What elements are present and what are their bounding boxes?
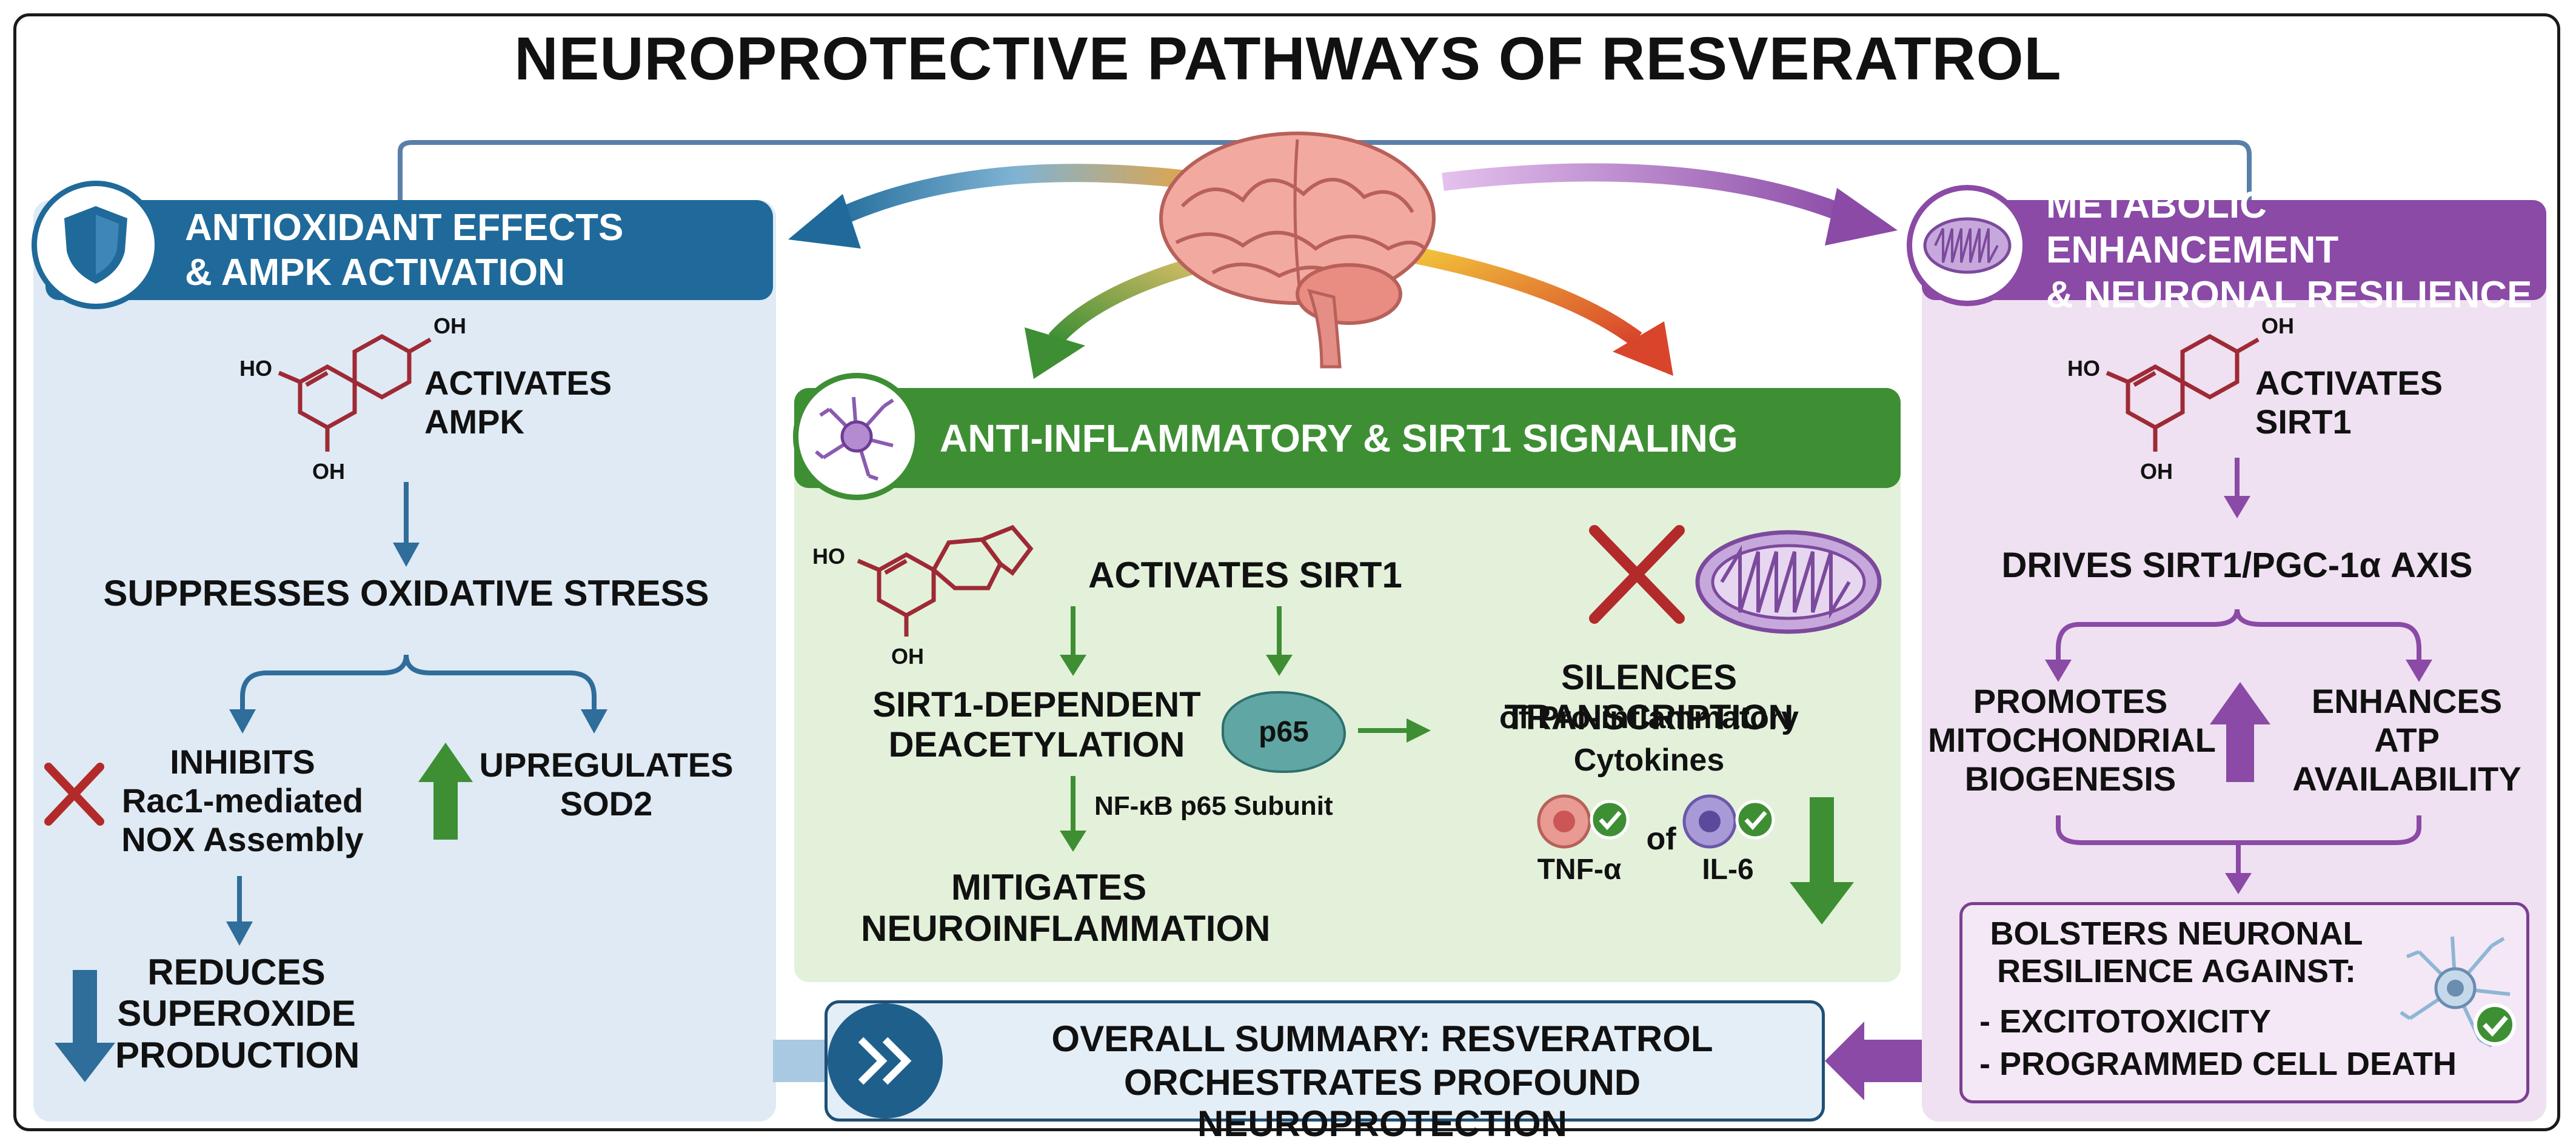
- nfkb-subunit-text: NF-κB p65 Subunit: [1094, 791, 1333, 821]
- activates-ampk-text: ACTIVATES AMPK: [424, 364, 612, 441]
- microglia-badge: [793, 373, 920, 500]
- cytokine-cells: [1537, 794, 1775, 849]
- resveratrol-molecule-middle: HO OH: [812, 524, 1034, 669]
- metabolic-header-line1: METABOLIC ENHANCEMENT: [2046, 184, 2339, 271]
- tnf-check-icon: [1590, 800, 1630, 840]
- mitochondrion-badge: [1907, 185, 2028, 306]
- bolsters-title: BOLSTERS NEURONAL RESILIENCE AGAINST:: [1990, 915, 2363, 989]
- molecule-ho: HO: [239, 356, 272, 381]
- silences-transcription-line3: Cytokines: [1573, 743, 1725, 778]
- molecule-ho: HO: [2067, 356, 2100, 381]
- metabolic-header-line2: & NEURONAL RESILIENCE: [2046, 273, 2532, 316]
- p65-protein: p65: [1222, 691, 1346, 773]
- double-chevron-right-icon: [858, 1037, 912, 1085]
- tnf-cell-icon: [1537, 794, 1591, 849]
- suppresses-oxidative-stress-text: SUPPRESSES OXIDATIVE STRESS: [103, 573, 709, 614]
- anti-inflammatory-header: ANTI-INFLAMMATORY & SIRT1 SIGNALING: [794, 388, 1901, 488]
- of-label: of: [1646, 821, 1676, 857]
- antioxidant-header-line1: ANTIOXIDANT EFFECTS: [185, 206, 624, 249]
- middle-flow-lines: [1060, 525, 1854, 925]
- molecule-oh-top: OH: [433, 313, 466, 338]
- molecule-oh-bottom: OH: [2140, 459, 2173, 484]
- bolsters-resilience-box: [1959, 902, 2529, 1103]
- activates-sirt1-right-text: ACTIVATES SIRT1: [2255, 364, 2443, 441]
- promotes-biogenesis-text: PROMOTES MITOCHONDRIAL BIOGENESIS: [1928, 682, 2216, 798]
- silences-transcription-line1: SILENCES TRANSCRIPTION: [1504, 658, 1794, 738]
- bolsters-item-cell-death: - PROGRAMMED CELL DEATH: [1979, 1046, 2457, 1082]
- summary-arrows: [773, 1022, 1922, 1100]
- mitochondrion-icon: [1695, 530, 1882, 634]
- tnf-alpha-label: TNF-α: [1537, 854, 1622, 886]
- molecule-ho: HO: [812, 544, 845, 569]
- silences-transcription-line2: of Pro-inflammatory: [1499, 700, 1799, 735]
- antioxidant-header: ANTIOXIDANT EFFECTS& AMPK ACTIVATION: [45, 200, 773, 300]
- summary-line2: ORCHESTRATES PROFOUND NEUROPROTECTION: [1123, 1062, 1641, 1145]
- right-flow-lines: [2045, 458, 2432, 894]
- il6-label: IL-6: [1702, 854, 1754, 886]
- reduces-superoxide-text: REDUCES SUPEROXIDE PRODUCTION: [115, 952, 360, 1075]
- molecule-oh-bottom: OH: [312, 459, 345, 484]
- microglia-icon: [815, 396, 894, 481]
- brain-icon: [1159, 132, 1436, 369]
- resveratrol-molecule-left: OH HO OH: [239, 313, 466, 484]
- upregulates-sod2-text: UPREGULATES SOD2: [479, 746, 734, 823]
- antioxidant-header-line2: & AMPK ACTIVATION: [185, 251, 565, 293]
- overall-summary-box: [825, 1000, 1825, 1122]
- il6-cell-icon: [1682, 794, 1737, 849]
- neuron-icon: [2400, 936, 2516, 1048]
- check-icon: [2474, 1003, 2516, 1046]
- summary-line1: OVERALL SUMMARY: RESVERATROL: [1051, 1018, 1713, 1059]
- sirt1-deacetylation-text: SIRT1-DEPENDENT DEACETYLATION: [872, 685, 1201, 765]
- molecule-oh: OH: [891, 644, 924, 669]
- shield-badge: [32, 181, 160, 309]
- bolsters-item-excitotoxicity: - EXCITOTOXICITY: [1979, 1003, 2272, 1040]
- enhances-atp-text: ENHANCES ATP AVAILABILITY: [2292, 682, 2521, 798]
- activates-sirt1-text: ACTIVATES SIRT1: [1088, 555, 1402, 595]
- p65-label: p65: [1259, 716, 1309, 748]
- resveratrol-molecule-right: OH HO OH: [2067, 313, 2294, 484]
- mitochondrion-icon: [1923, 217, 2012, 274]
- il6-check-icon: [1735, 800, 1775, 840]
- forward-badge: [828, 1003, 943, 1119]
- left-flow-lines: [44, 482, 607, 1082]
- anti-inflammatory-header-label: ANTI-INFLAMMATORY & SIRT1 SIGNALING: [940, 416, 1738, 460]
- inhibits-nox-text: INHIBITS Rac1-mediated NOX Assembly: [121, 743, 364, 858]
- page-title: NEUROPROTECTIVE PATHWAYS OF RESVERATROL: [514, 25, 2062, 93]
- drives-axis-text: DRIVES SIRT1/PGC-1α AXIS: [2001, 546, 2473, 585]
- shield-icon: [64, 206, 127, 284]
- mitigates-neuroinflammation-text: MITIGATES NEUROINFLAMMATION: [861, 867, 1271, 949]
- molecule-oh-top: OH: [2261, 313, 2294, 338]
